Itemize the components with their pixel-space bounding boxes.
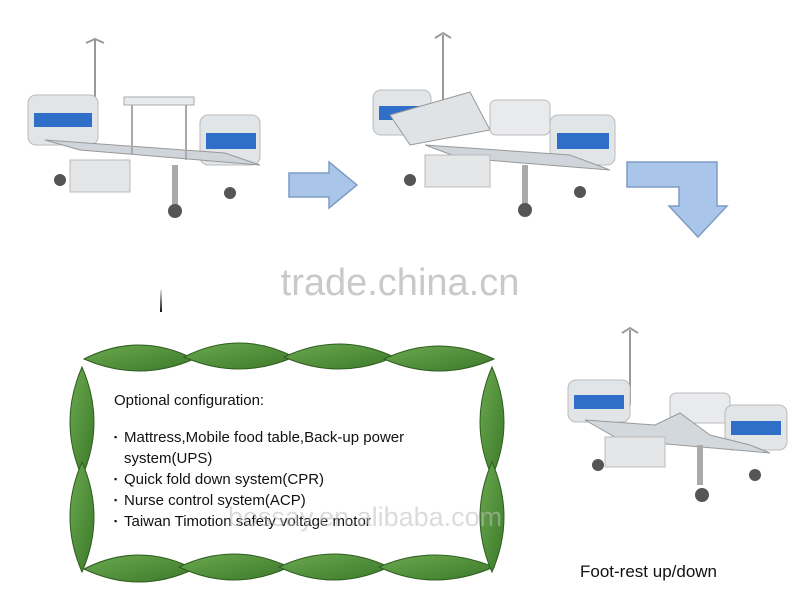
- config-item: Mattress,Mobile food table,Back-up power…: [114, 427, 474, 469]
- optional-configuration-block: Optional configuration: Mattress,Mobile …: [114, 390, 474, 532]
- config-heading: Optional configuration:: [114, 392, 265, 409]
- watermark-trade-china: trade.china.cn: [280, 262, 520, 304]
- foot-rest-caption: Foot-rest up/down: [580, 562, 718, 581]
- right-arrow-icon: [288, 160, 359, 210]
- leaf-frame-image: [69, 342, 505, 583]
- hospital-bed-foot-rest-image: [567, 326, 788, 502]
- down-arrow-icon: [626, 161, 729, 239]
- watermark-alibaba: bossay.en.alibaba.com: [228, 502, 503, 532]
- config-item: Taiwan Timotion safety voltage motor: [114, 511, 474, 532]
- config-item: Quick fold down system(CPR): [114, 469, 474, 490]
- hospital-bed-flat-image: [27, 37, 261, 218]
- config-item: Nurse control system(ACP): [114, 490, 474, 511]
- config-list: Mattress,Mobile food table,Back-up power…: [114, 427, 474, 532]
- hospital-bed-back-raised-image: [372, 31, 616, 217]
- cursor-mark: [160, 290, 162, 312]
